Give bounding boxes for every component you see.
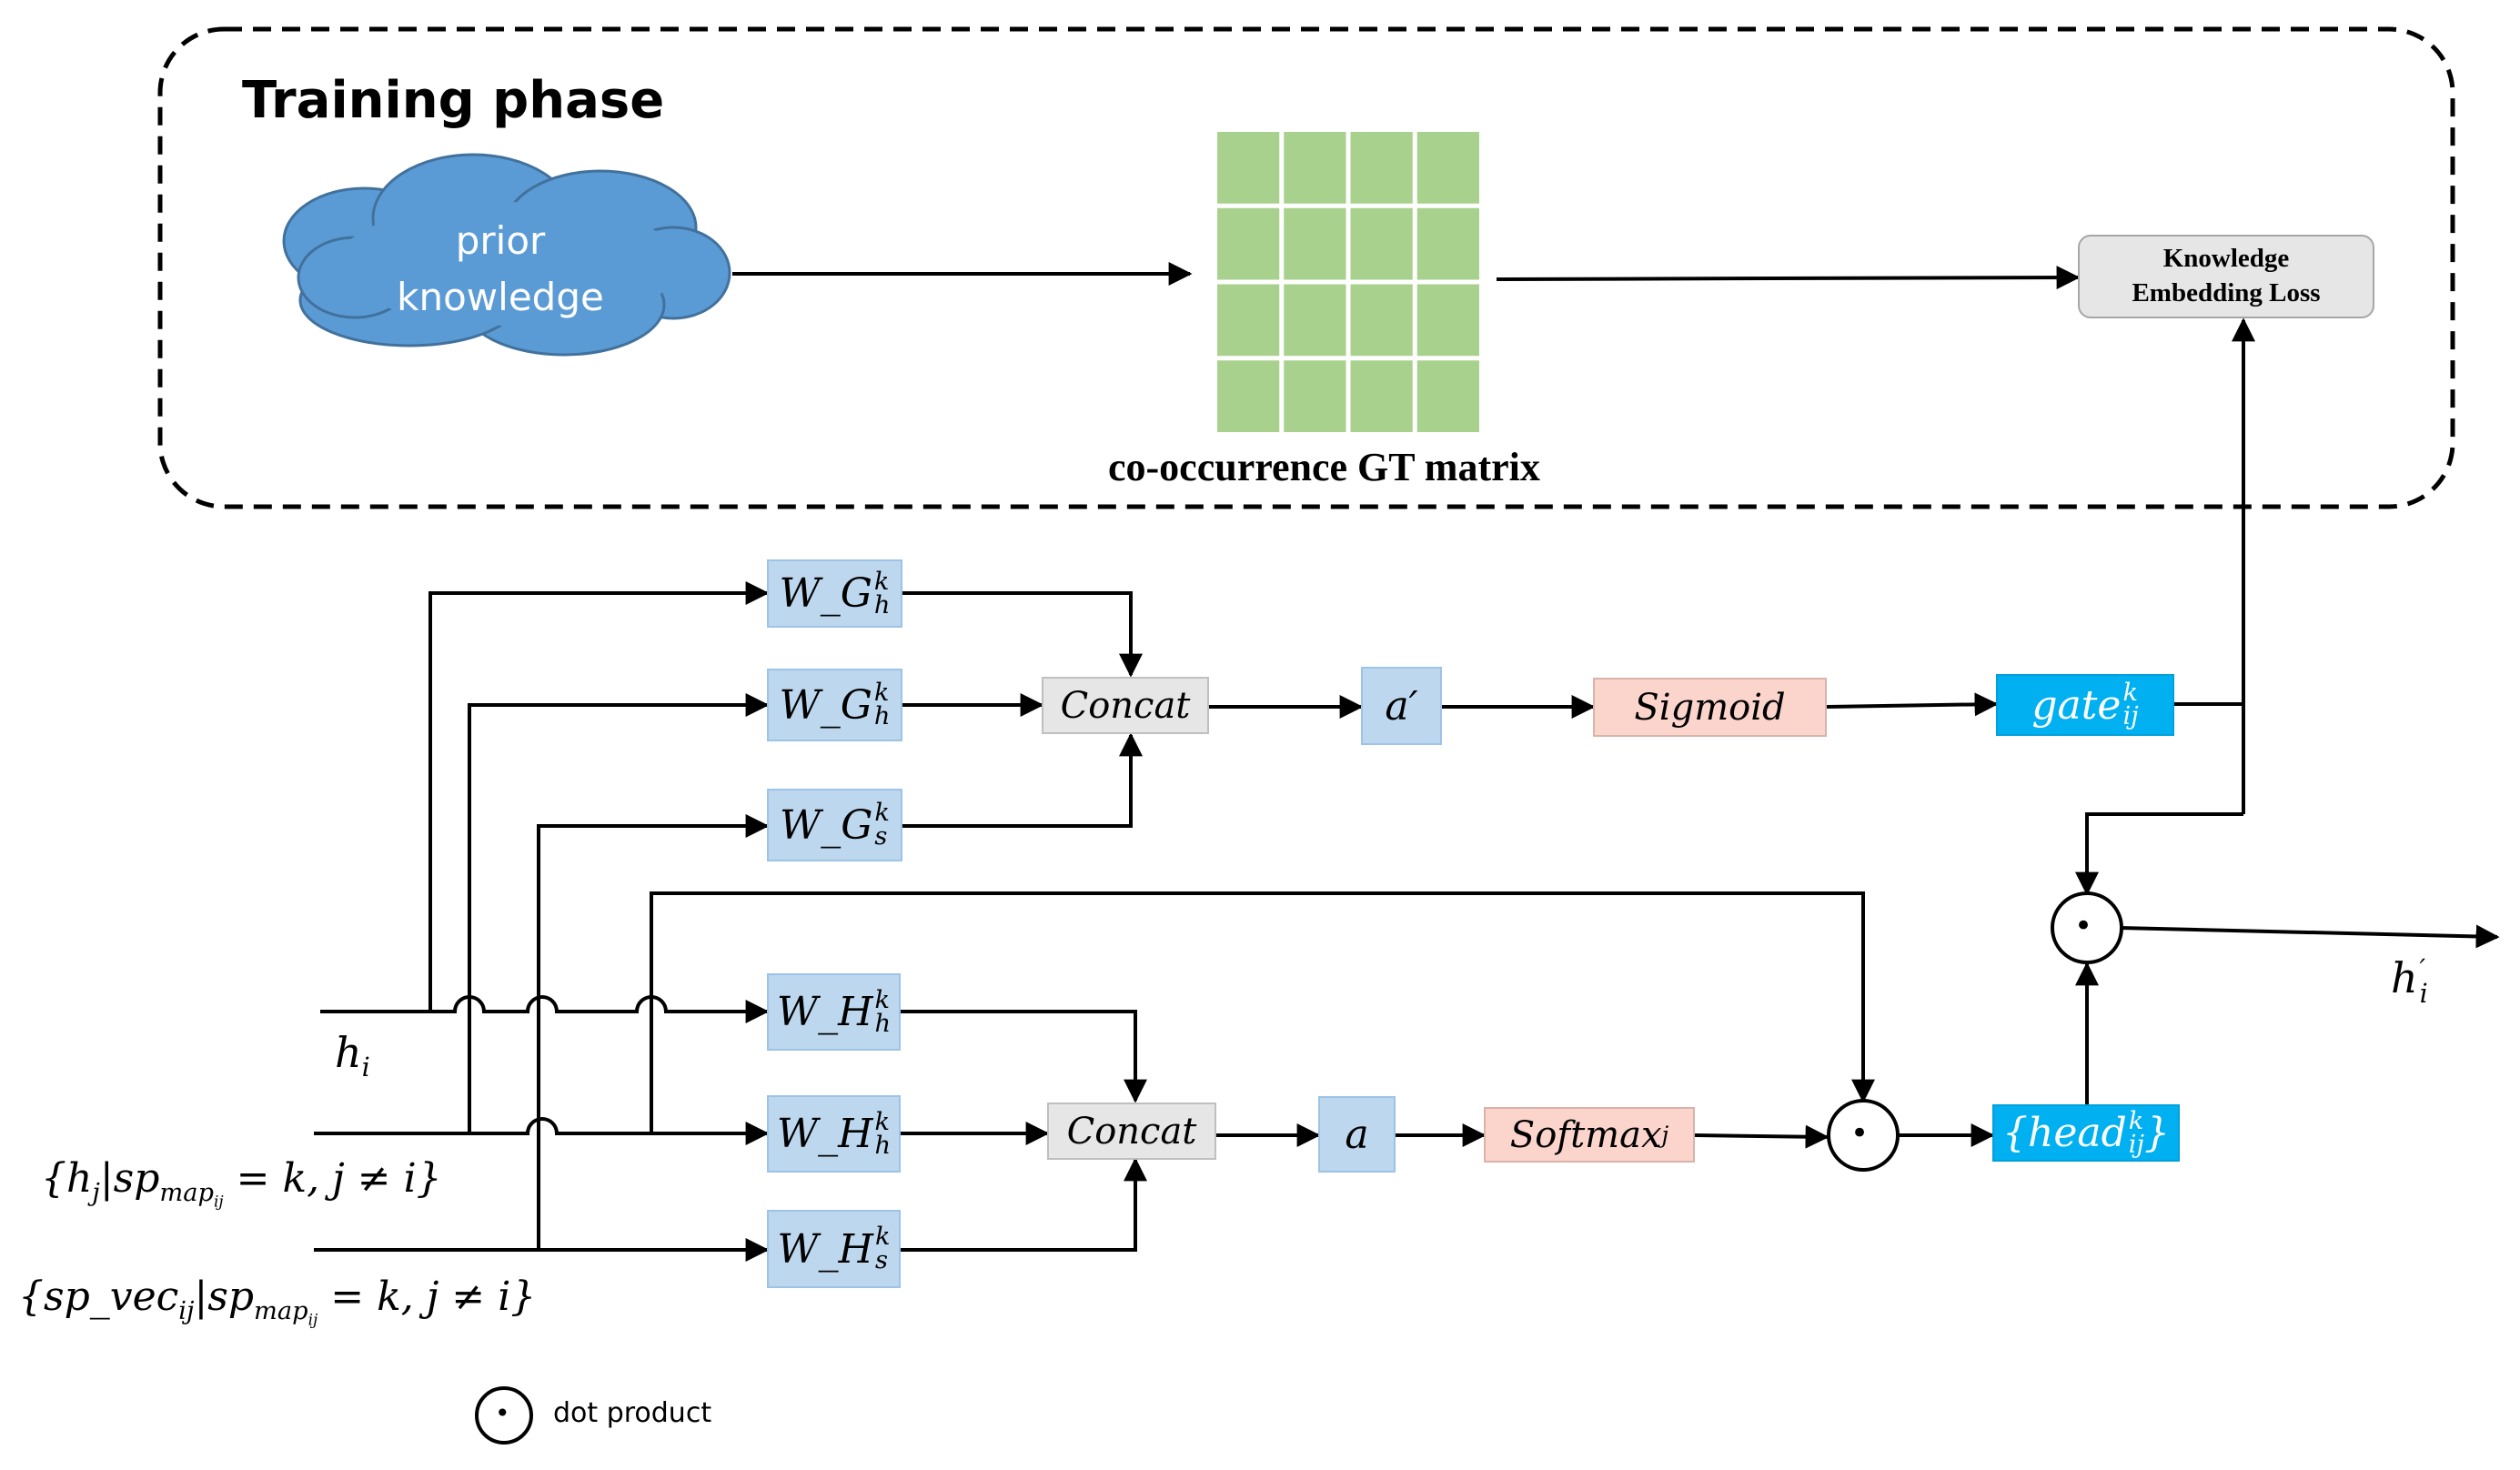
branch-spvec-to-wg3 <box>537 814 770 1250</box>
line-hi <box>320 995 770 1023</box>
arrow-gate-to-dot <box>2075 812 2243 896</box>
arrow-wg1-to-concat <box>902 591 1143 678</box>
knowledge-embedding-loss-box: Knowledge Embedding Loss <box>2078 235 2374 318</box>
branch-hj-to-dot <box>650 891 1875 1133</box>
training-phase-region <box>157 26 2455 509</box>
matrix-label: co-occurrence GT matrix <box>1108 445 1540 489</box>
arrow-sigmoid-to-gate <box>1826 692 1999 717</box>
training-phase-title: Training phase <box>242 71 665 130</box>
branch-hi-to-wg1 <box>428 581 770 1012</box>
line-hj <box>314 1117 770 1145</box>
matrix-cell <box>1416 360 1479 432</box>
output-label: h′i <box>2391 953 2428 1009</box>
matrix-cell <box>1350 132 1413 204</box>
arrow-wh1-to-concat <box>901 1010 1147 1103</box>
matrix-cell <box>1217 360 1280 432</box>
matrix-cell <box>1350 360 1413 432</box>
matrix-cell <box>1284 132 1346 204</box>
dot-glyph-head: • <box>1850 1115 1870 1152</box>
arrow-wh3-to-concat <box>901 1157 1147 1252</box>
matrix-cell <box>1217 207 1280 280</box>
cloud-label-line1: prior <box>455 218 546 263</box>
matrix-cell <box>1217 284 1280 357</box>
concat-box-gate: Concat <box>1042 677 1209 734</box>
arrow-matrix-to-loss <box>1496 266 2081 290</box>
arrow-softmax-to-dot <box>1694 1124 1830 1149</box>
a-prime-box: a′ <box>1361 667 1442 745</box>
matrix-cell <box>1217 132 1280 204</box>
branch-hj-to-wg2 <box>468 693 770 1133</box>
loss-label-line1: Knowledge <box>2162 244 2290 274</box>
matrix-cell <box>1416 284 1479 357</box>
cloud-label-line2: knowledge <box>397 275 604 319</box>
dot-operator-head <box>1827 1099 1900 1172</box>
loss-label-line2: Embedding Loss <box>2132 278 2321 307</box>
matrix-cell <box>1416 207 1479 280</box>
dot-glyph-output: • <box>2074 908 2093 944</box>
legend-label: dot product <box>553 1397 712 1429</box>
dot-operator-legend <box>475 1386 533 1445</box>
arrow-wg3-to-concat <box>902 732 1143 828</box>
matrix-cell <box>1284 207 1346 280</box>
input-label-hj: {hj|spmapij = k, j ≠ i} <box>41 1155 442 1211</box>
sigmoid-box: Sigmoid <box>1593 678 1827 737</box>
matrix-cell <box>1350 284 1413 357</box>
arrow-output <box>2119 924 2500 949</box>
input-label-spvec: {sp_vecij|spmapij = k, j ≠ i} <box>18 1274 537 1329</box>
concat-box-head: Concat <box>1047 1102 1216 1160</box>
matrix-cell <box>1350 207 1413 280</box>
dot-glyph-legend: • <box>495 1398 510 1428</box>
input-label-hi: hi <box>335 1028 370 1083</box>
dot-operator-output <box>2051 891 2123 964</box>
co-occurrence-matrix <box>1217 132 1479 432</box>
prior-knowledge-cloud <box>282 153 731 357</box>
a-box: a <box>1318 1096 1396 1173</box>
matrix-cell <box>1284 284 1346 357</box>
matrix-cell <box>1416 132 1479 204</box>
matrix-cell <box>1284 360 1346 432</box>
